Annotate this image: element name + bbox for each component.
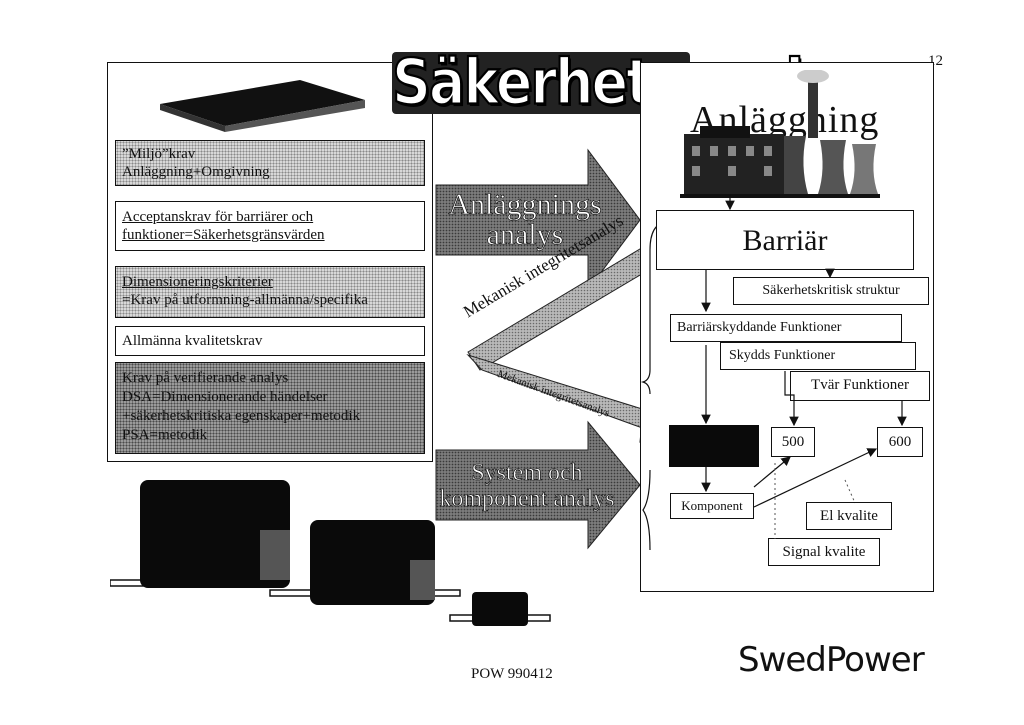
black-component-box bbox=[669, 425, 759, 467]
plant-analysis-line2: analys bbox=[486, 218, 564, 251]
environment-line1: ”Miljö”krav bbox=[122, 146, 196, 162]
verification-line2: DSA=Dimensionerande händelser bbox=[122, 389, 328, 405]
plant-analysis-arrow bbox=[435, 148, 641, 292]
verification-line4: PSA=metodik bbox=[122, 427, 208, 443]
signal-quality-box: Signal kvalite bbox=[768, 538, 880, 566]
power-plant-icon bbox=[680, 70, 880, 198]
acceptance-criteria-box: Acceptanskrav för barriärer och funktion… bbox=[115, 201, 425, 251]
general-quality-line: Allmänna kvalitetskrav bbox=[122, 333, 263, 349]
plant-analysis-label: Anläggnings analys bbox=[440, 188, 610, 251]
code-600-box: 600 bbox=[877, 427, 923, 457]
environment-line2: Anläggning+Omgivning bbox=[122, 164, 270, 180]
footer-code: POW 990412 bbox=[471, 666, 553, 682]
flow-connectors bbox=[701, 195, 907, 539]
system-analysis-line1: System och bbox=[471, 460, 583, 487]
acceptance-line1: Acceptanskrav för barriärer och bbox=[122, 209, 314, 225]
code-500-box: 500 bbox=[771, 427, 815, 457]
dimensioning-line1: Dimensioneringskriterier bbox=[122, 274, 273, 290]
system-analysis-arrow bbox=[435, 420, 641, 550]
barrier-box: Barriär bbox=[656, 210, 914, 270]
protection-functions-box: Skydds Funktioner bbox=[720, 342, 916, 370]
swedpower-logo: SwedPower bbox=[738, 640, 925, 680]
system-analysis-label: System och komponent analys bbox=[432, 460, 622, 513]
cross-functions-box: Tvär Funktioner bbox=[790, 371, 930, 401]
verification-analysis-box: Krav på verifierande analys DSA=Dimensio… bbox=[115, 362, 425, 454]
book-icon bbox=[160, 80, 365, 132]
el-quality-box: El kvalite bbox=[806, 502, 892, 530]
environment-requirements-box: ”Miljö”krav Anläggning+Omgivning bbox=[115, 140, 425, 186]
stepped-blocks-graphic bbox=[110, 480, 551, 626]
component-box: Komponent bbox=[670, 493, 754, 519]
system-analysis-line2: komponent analys bbox=[439, 486, 615, 513]
barrier-functions-box: Barriärskyddande Funktioner bbox=[670, 314, 902, 342]
dimensioning-line2: =Krav på utformning-allmänna/specifika bbox=[122, 292, 368, 308]
verification-line1: Krav på verifierande analys bbox=[122, 370, 289, 386]
general-quality-box: Allmänna kvalitetskrav bbox=[115, 326, 425, 356]
acceptance-line2: funktioner=Säkerhetsgränsvärden bbox=[122, 227, 325, 243]
bracket-lines bbox=[640, 221, 667, 551]
verification-line3: +säkerhetskritiska egenskaper+metodik bbox=[122, 408, 361, 424]
plant-analysis-line1: Anläggnings bbox=[448, 188, 602, 221]
dimensioning-criteria-box: Dimensioneringskriterier =Krav på utform… bbox=[115, 266, 425, 318]
